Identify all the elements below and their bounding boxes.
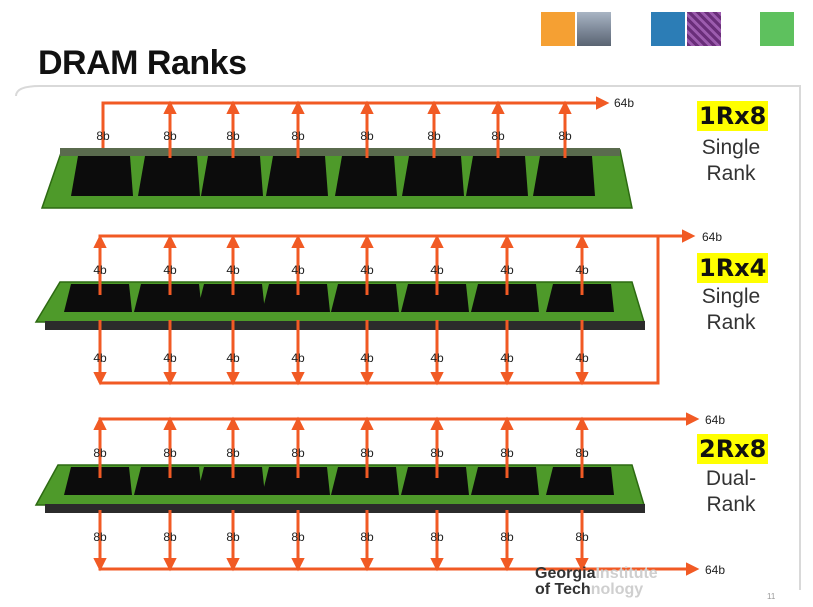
tag-1rx8: 1Rx8 bbox=[697, 101, 768, 131]
bus-label-2rx8-bottom: 64b bbox=[705, 563, 725, 577]
bus-label-2rx8-top: 64b bbox=[705, 413, 725, 427]
label-2rx8-bottom-8: 8b bbox=[575, 530, 589, 544]
label-2rx8-bottom-1: 8b bbox=[93, 530, 107, 544]
label-1rx8-top-2: 8b bbox=[163, 129, 177, 143]
page-number: 11 bbox=[767, 592, 775, 601]
georgia-tech-logo: GeorgiaInstitute of Technology bbox=[535, 566, 705, 598]
chip-1rx4-3 bbox=[197, 284, 265, 312]
chip-1rx4-1 bbox=[64, 284, 132, 312]
pcb-rail-1rx8 bbox=[60, 148, 620, 156]
label-1rx4-bottom-7: 4b bbox=[500, 351, 514, 365]
desc-2rx8-line2: Rank bbox=[676, 492, 786, 518]
logo-line2-light: nology bbox=[591, 581, 643, 598]
label-1rx4-top-2: 4b bbox=[163, 263, 177, 277]
label-2rx8-bottom-3: 8b bbox=[226, 530, 240, 544]
chip-1rx8-4 bbox=[266, 156, 328, 196]
logo-line1-light: Institute bbox=[595, 565, 657, 582]
chip-1rx4-8 bbox=[546, 284, 614, 312]
chip-1rx8-3 bbox=[201, 156, 263, 196]
chip-2rx8-2 bbox=[134, 467, 202, 495]
label-1rx4-top-3: 4b bbox=[226, 263, 240, 277]
chip-2rx8-8 bbox=[546, 467, 614, 495]
desc-2rx8-line1: Dual- bbox=[676, 466, 786, 492]
label-2rx8-top-7: 8b bbox=[500, 446, 514, 460]
label-2rx8-bottom-5: 8b bbox=[360, 530, 374, 544]
tag-2rx8: 2Rx8 bbox=[697, 434, 768, 464]
label-1rx4-bottom-3: 4b bbox=[226, 351, 240, 365]
label-1rx8-top-3: 8b bbox=[226, 129, 240, 143]
back-chips-1rx4 bbox=[45, 321, 645, 330]
bus-label-1rx4-top: 64b bbox=[702, 230, 722, 244]
label-1rx8-top-4: 8b bbox=[291, 129, 305, 143]
chip-2rx8-6 bbox=[401, 467, 469, 495]
label-1rx4-bottom-4: 4b bbox=[291, 351, 305, 365]
logo-line1-dark: Georgia bbox=[535, 565, 595, 582]
label-2rx8-top-2: 8b bbox=[163, 446, 177, 460]
label-2rx8-top-4: 8b bbox=[291, 446, 305, 460]
label-2rx8-bottom-4: 8b bbox=[291, 530, 305, 544]
label-1rx4-bottom-5: 4b bbox=[360, 351, 374, 365]
label-1rx8-top-7: 8b bbox=[491, 129, 505, 143]
label-1rx4-top-1: 4b bbox=[93, 263, 107, 277]
label-2rx8-bottom-2: 8b bbox=[163, 530, 177, 544]
label-1rx4-bottom-8: 4b bbox=[575, 351, 589, 365]
label-2rx8-top-8: 8b bbox=[575, 446, 589, 460]
logo-line2-dark: of Tech bbox=[535, 581, 591, 598]
label-1rx8-top-8: 8b bbox=[558, 129, 572, 143]
desc-1rx8-line1: Single bbox=[676, 135, 786, 161]
bus-2rx8-bottom bbox=[100, 520, 694, 569]
label-1rx4-top-8: 4b bbox=[575, 263, 589, 277]
chip-2rx8-5 bbox=[331, 467, 399, 495]
chip-2rx8-7 bbox=[471, 467, 539, 495]
label-1rx4-bottom-6: 4b bbox=[430, 351, 444, 365]
chip-1rx4-5 bbox=[331, 284, 399, 312]
chip-1rx8-1 bbox=[71, 156, 133, 196]
label-2rx8-top-1: 8b bbox=[93, 446, 107, 460]
back-chips-2rx8 bbox=[45, 504, 645, 513]
tag-1rx4: 1Rx4 bbox=[697, 253, 768, 283]
chip-1rx8-2 bbox=[138, 156, 200, 196]
chip-2rx8-3 bbox=[197, 467, 265, 495]
chip-1rx4-7 bbox=[471, 284, 539, 312]
label-1rx4-top-6: 4b bbox=[430, 263, 444, 277]
chip-1rx4-2 bbox=[134, 284, 202, 312]
label-1rx4-top-7: 4b bbox=[500, 263, 514, 277]
label-2rx8-top-6: 8b bbox=[430, 446, 444, 460]
label-2rx8-top-3: 8b bbox=[226, 446, 240, 460]
bus-1rx8-top bbox=[103, 103, 604, 153]
desc-1rx4-line2: Rank bbox=[676, 310, 786, 336]
chip-2rx8-4 bbox=[262, 467, 330, 495]
chip-1rx8-6 bbox=[402, 156, 464, 196]
label-2rx8-top-5: 8b bbox=[360, 446, 374, 460]
label-2rx8-bottom-6: 8b bbox=[430, 530, 444, 544]
label-1rx4-bottom-1: 4b bbox=[93, 351, 107, 365]
chip-1rx4-6 bbox=[401, 284, 469, 312]
chip-1rx8-5 bbox=[335, 156, 397, 196]
label-1rx4-bottom-2: 4b bbox=[163, 351, 177, 365]
label-1rx8-top-6: 8b bbox=[427, 129, 441, 143]
desc-1rx8-line2: Rank bbox=[676, 161, 786, 187]
chip-1rx8-8 bbox=[533, 156, 595, 196]
label-1rx4-top-4: 4b bbox=[291, 263, 305, 277]
desc-1rx4-line1: Single bbox=[676, 284, 786, 310]
chip-2rx8-1 bbox=[64, 467, 132, 495]
bus-label-1rx8-top: 64b bbox=[614, 96, 634, 110]
bus-2rx8-top bbox=[100, 419, 694, 468]
label-1rx4-top-5: 4b bbox=[360, 263, 374, 277]
chip-1rx8-7 bbox=[466, 156, 528, 196]
label-1rx8-top-1: 8b bbox=[96, 129, 110, 143]
chip-1rx4-4 bbox=[262, 284, 330, 312]
label-2rx8-bottom-7: 8b bbox=[500, 530, 514, 544]
label-1rx8-top-5: 8b bbox=[360, 129, 374, 143]
